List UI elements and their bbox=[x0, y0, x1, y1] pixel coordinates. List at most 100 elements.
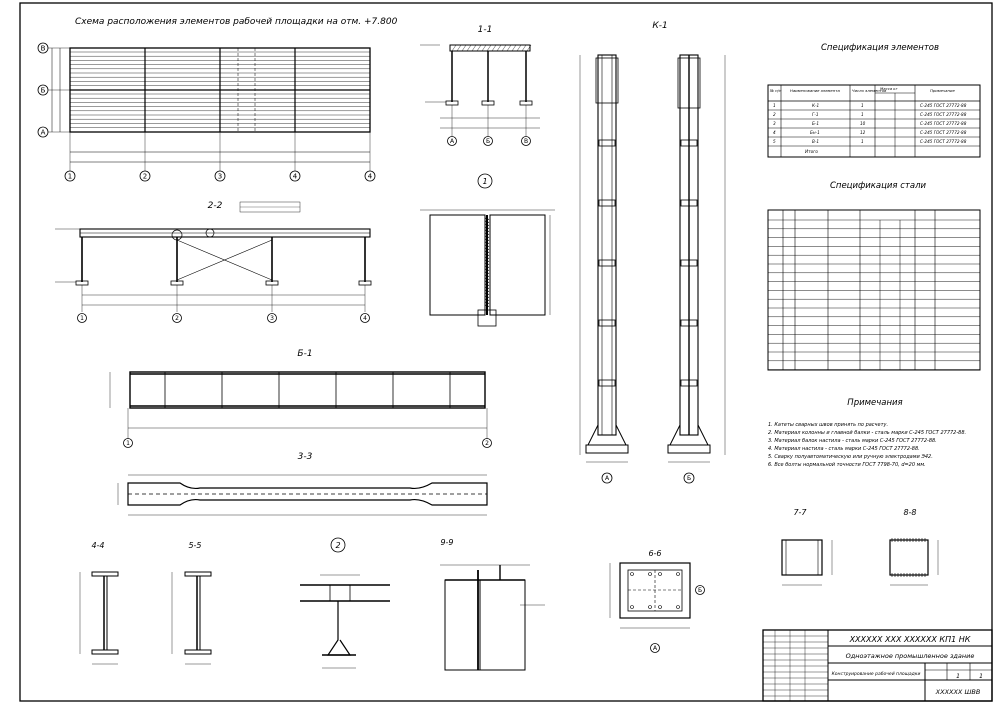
title-block bbox=[762, 629, 993, 702]
column-k1-axes: А Б bbox=[601, 472, 695, 484]
spec-elements-headers: № п/п Наименование элемента Число элемен… bbox=[769, 86, 955, 93]
svg-text:К-1: К-1 bbox=[812, 103, 819, 108]
plan-view bbox=[40, 47, 371, 172]
svg-text:А: А bbox=[653, 645, 658, 652]
svg-text:XXXXXX ШВВ: XXXXXX ШВВ bbox=[935, 688, 981, 696]
section-7-7-title: 7-7 bbox=[793, 508, 807, 517]
section-9-9-title: 9-9 bbox=[440, 538, 453, 547]
svg-text:4: 4 bbox=[363, 315, 367, 322]
section-1-1 bbox=[420, 44, 540, 136]
section-6-6-title: 6-6 bbox=[648, 549, 661, 558]
sheet-border bbox=[19, 2, 993, 702]
node-2-callout: 2 bbox=[330, 537, 346, 553]
svg-text:А: А bbox=[41, 129, 46, 137]
spec-steel-table bbox=[767, 209, 981, 371]
spec-steel-title: Спецификация стали bbox=[830, 181, 927, 191]
svg-text:1. Катеты сварных швов принять: 1. Катеты сварных швов принять по расчет… bbox=[768, 422, 888, 428]
svg-text:5: 5 bbox=[773, 139, 776, 144]
svg-text:Бн-1: Бн-1 bbox=[810, 130, 820, 135]
svg-text:В: В bbox=[524, 138, 528, 145]
node-2-detail bbox=[300, 574, 390, 669]
section-1-1-axes: А Б В bbox=[447, 136, 531, 146]
svg-text:Б-1: Б-1 bbox=[812, 121, 819, 126]
section-5-5-title: 5-5 bbox=[188, 541, 201, 550]
svg-text:4: 4 bbox=[368, 173, 373, 181]
svg-text:1: 1 bbox=[979, 673, 983, 680]
column-k1-title: К-1 bbox=[652, 21, 667, 31]
svg-text:10: 10 bbox=[860, 121, 866, 126]
section-9-9 bbox=[440, 564, 545, 671]
svg-text:Итого: Итого bbox=[805, 149, 818, 154]
svg-text:Масса кг: Масса кг bbox=[880, 86, 899, 91]
svg-text:1: 1 bbox=[126, 440, 130, 447]
plan-row-axes: В Б А bbox=[37, 42, 49, 138]
section-5-5 bbox=[171, 571, 212, 665]
svg-text:4. Материал настила - сталь ма: 4. Материал настила - сталь марки С-245 … bbox=[768, 446, 920, 452]
svg-text:№ п/п: № п/п bbox=[769, 88, 782, 93]
svg-text:3. Материал балок настила - ст: 3. Материал балок настила - сталь марки … bbox=[768, 438, 937, 444]
svg-text:1: 1 bbox=[861, 103, 864, 108]
node-1-callout: 1 bbox=[477, 173, 493, 189]
svg-text:В: В bbox=[41, 45, 46, 53]
svg-text:С-245 ГОСТ 27772-88: С-245 ГОСТ 27772-88 bbox=[920, 139, 967, 144]
spec-elements-table bbox=[767, 84, 981, 158]
svg-text:1: 1 bbox=[861, 112, 864, 117]
plan-title: Схема расположения элементов рабочей пло… bbox=[75, 17, 398, 27]
title-block-text: XXXXXX XXX XXXXXX КП1 НК Одноэтажное про… bbox=[832, 635, 983, 696]
svg-text:6. Все болты нормальной точнос: 6. Все болты нормальной точности ГОСТ 77… bbox=[768, 462, 926, 468]
svg-text:2. Материал колонны и главной: 2. Материал колонны и главной балки - ст… bbox=[768, 430, 966, 436]
svg-text:Наименование элемента: Наименование элемента bbox=[790, 88, 840, 93]
svg-text:Г-1: Г-1 bbox=[812, 112, 819, 117]
svg-text:3: 3 bbox=[270, 315, 274, 322]
svg-text:С-245 ГОСТ 27772-88: С-245 ГОСТ 27772-88 bbox=[920, 130, 967, 135]
svg-text:С-245 ГОСТ 27772-88: С-245 ГОСТ 27772-88 bbox=[920, 112, 967, 117]
section-7-7 bbox=[781, 539, 833, 586]
svg-text:А: А bbox=[605, 475, 610, 482]
section-8-8-title: 8-8 bbox=[903, 508, 916, 517]
svg-text:Примечание: Примечание bbox=[930, 88, 955, 93]
section-3-3-title: 3-3 bbox=[298, 452, 313, 462]
svg-text:1: 1 bbox=[956, 673, 960, 680]
svg-text:4: 4 bbox=[293, 173, 298, 181]
plan-col-axes: 1 2 3 4 4 bbox=[64, 170, 376, 182]
section-2-2-title: 2-2 bbox=[208, 201, 223, 211]
svg-text:С-245 ГОСТ 27772-88: С-245 ГОСТ 27772-88 bbox=[920, 121, 967, 126]
svg-text:1: 1 bbox=[482, 177, 487, 186]
svg-text:В-1: В-1 bbox=[812, 139, 819, 144]
notes-list: 1. Катеты сварных швов принять по расчет… bbox=[768, 422, 966, 468]
svg-text:Число элементов: Число элементов bbox=[852, 88, 887, 93]
svg-text:Одноэтажное промышленное здани: Одноэтажное промышленное здание bbox=[846, 652, 975, 660]
svg-text:3: 3 bbox=[218, 173, 222, 181]
section-4-4 bbox=[79, 571, 119, 665]
svg-text:Конструирование рабочей площад: Конструирование рабочей площадки bbox=[832, 671, 921, 677]
spec-elements-rows: 1 К-1 1 С-245 ГОСТ 27772-88 2 Г-1 1 С-24… bbox=[773, 103, 967, 154]
svg-text:А: А bbox=[450, 138, 455, 145]
svg-text:1: 1 bbox=[80, 315, 84, 322]
svg-text:1: 1 bbox=[68, 173, 72, 181]
svg-text:С-245 ГОСТ 27772-88: С-245 ГОСТ 27772-88 bbox=[920, 103, 967, 108]
section-6-6 bbox=[609, 562, 691, 629]
spec-elements-title: Спецификация элементов bbox=[821, 43, 939, 53]
svg-text:1: 1 bbox=[861, 139, 864, 144]
section-3-3 bbox=[117, 474, 488, 516]
svg-text:XXXXXX XXX XXXXXX КП1 НК: XXXXXX XXX XXXXXX КП1 НК bbox=[849, 635, 971, 644]
section-4-4-title: 4-4 bbox=[91, 541, 104, 550]
beam-b1 bbox=[109, 371, 488, 440]
svg-text:1: 1 bbox=[773, 103, 776, 108]
svg-text:Б: Б bbox=[486, 138, 490, 145]
section-6-6-axes: Б А bbox=[650, 585, 705, 653]
svg-text:Б: Б bbox=[698, 587, 702, 594]
svg-text:2: 2 bbox=[175, 315, 179, 322]
column-k1-views bbox=[579, 54, 726, 463]
notes-title: Примечания bbox=[847, 398, 902, 408]
svg-text:3: 3 bbox=[773, 121, 776, 126]
svg-text:Б: Б bbox=[41, 87, 46, 95]
svg-text:2: 2 bbox=[773, 112, 776, 117]
section-1-1-title: 1-1 bbox=[478, 25, 493, 35]
section-2-2 bbox=[55, 201, 372, 312]
svg-text:12: 12 bbox=[860, 130, 866, 135]
svg-text:2: 2 bbox=[335, 541, 340, 550]
svg-text:Б: Б bbox=[687, 475, 691, 482]
svg-text:2: 2 bbox=[485, 440, 489, 447]
